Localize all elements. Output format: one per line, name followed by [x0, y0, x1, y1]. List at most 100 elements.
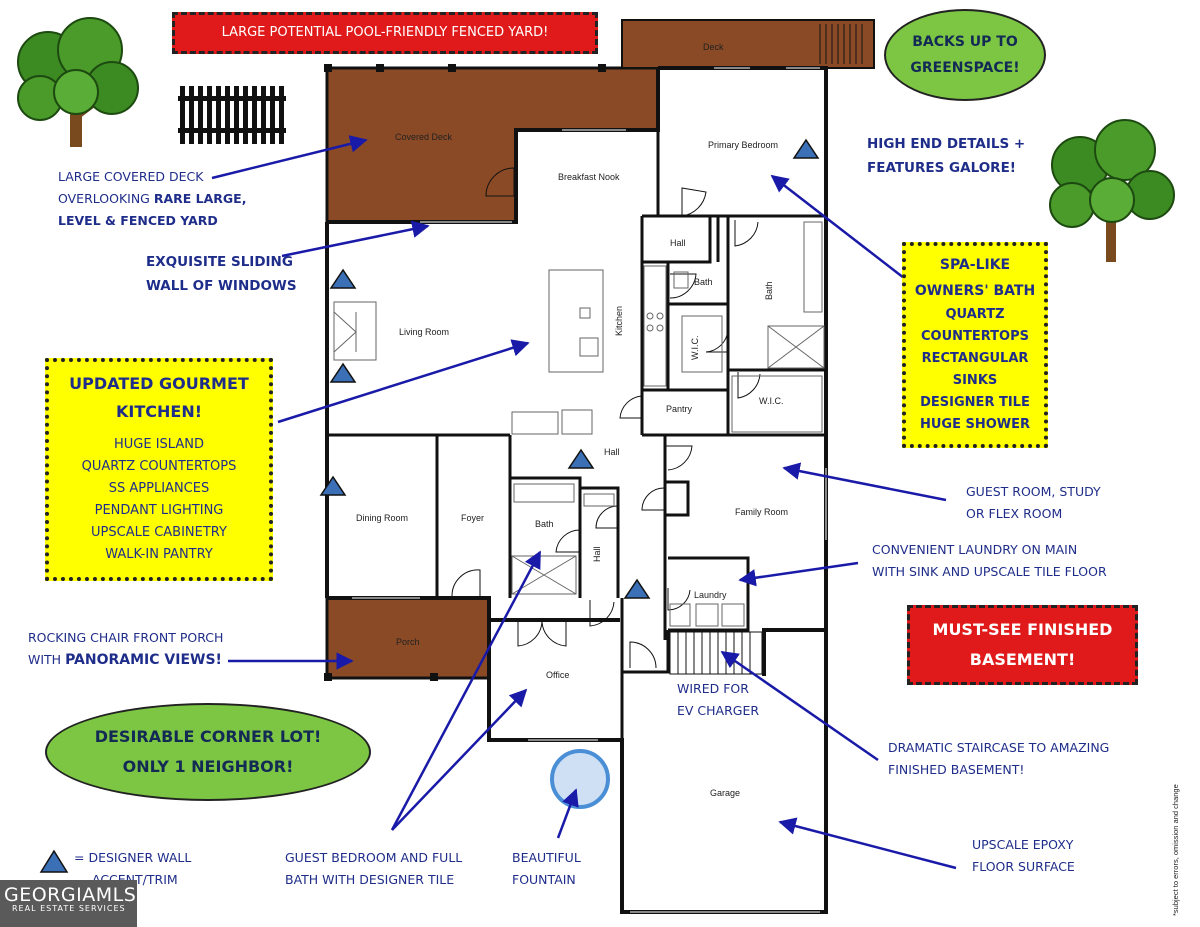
room-kitchen: Kitchen [614, 306, 624, 336]
basement-banner: MUST-SEE FINISHED BASEMENT! [907, 605, 1138, 685]
ev-line2: EV CHARGER [677, 703, 760, 718]
details-line1: HIGH END DETAILS + [867, 136, 1026, 152]
guest-room-line1: GUEST ROOM, STUDY [966, 484, 1101, 499]
guest-room-line2: OR FLEX ROOM [966, 506, 1063, 521]
room-hall-mid: Hall [604, 447, 620, 457]
legend-line1: = DESIGNER WALL [74, 850, 192, 865]
arrow-fountain [556, 788, 579, 839]
kitchen-box: UPDATED GOURMET KITCHEN! HUGE ISLAND QUA… [45, 358, 273, 581]
greenspace-oval: BACKS UP TO GREENSPACE! [884, 9, 1046, 101]
logo-line2: REAL ESTATE SERVICES [12, 904, 126, 913]
fountain-line1: BEAUTIFUL [512, 850, 581, 865]
stair-line2: FINISHED BASEMENT! [888, 762, 1025, 777]
deck-callout: LARGE COVERED DECK OVERLOOKING RARE LARG… [58, 166, 246, 232]
kitchen-title-line1: UPDATED GOURMET [69, 374, 249, 393]
arrow-guest-bed-2 [391, 688, 528, 831]
stair-callout: DRAMATIC STAIRCASE TO AMAZING FINISHED B… [888, 737, 1109, 781]
room-garage: Garage [710, 788, 740, 798]
room-pantry: Pantry [666, 404, 693, 414]
fountain-line2: FOUNTAIN [512, 872, 576, 887]
greenspace-line1: BACKS UP TO [912, 34, 1018, 50]
room-wic-1: W.I.C. [690, 336, 700, 361]
basement-line1: MUST-SEE FINISHED [932, 620, 1113, 639]
kitchen-item: HUGE ISLAND [114, 437, 204, 452]
deck-area [621, 19, 875, 69]
porch-line2b: PANORAMIC VIEWS! [65, 652, 222, 668]
arrow-epoxy [778, 817, 957, 870]
porch-line2a: WITH [28, 652, 66, 667]
porch-callout: ROCKING CHAIR FRONT PORCH WITH PANORAMIC… [28, 627, 223, 671]
room-hall-top: Hall [670, 238, 686, 248]
interior-walls [327, 130, 826, 740]
deck-line3: LEVEL & FENCED YARD [58, 213, 218, 228]
staircase-icon [669, 631, 763, 675]
owners-bath-box: SPA-LIKE OWNERS' BATH QUARTZ COUNTERTOPS… [902, 242, 1048, 448]
arrow-guest-room [782, 462, 947, 502]
covered-deck-area [325, 66, 660, 224]
windows-line1: EXQUISITE SLIDING [146, 254, 293, 270]
accent-triangle-icon [567, 448, 595, 469]
bath-item: DESIGNER TILE [920, 395, 1030, 410]
greenspace-line2: GREENSPACE! [910, 60, 1020, 76]
bath-item: SINKS [952, 373, 998, 388]
guest-bed-line2: BATH WITH DESIGNER TILE [285, 872, 455, 887]
pool-banner: LARGE POTENTIAL POOL-FRIENDLY FENCED YAR… [172, 12, 598, 54]
kitchen-item: WALK-IN PANTRY [105, 547, 213, 562]
room-bath-guest: Bath [535, 519, 554, 529]
tree-left-icon [17, 17, 139, 147]
room-deck: Deck [703, 42, 724, 52]
legend-triangle-icon [39, 849, 69, 873]
stair-line1: DRAMATIC STAIRCASE TO AMAZING [888, 740, 1110, 755]
room-dining-room: Dining Room [356, 513, 408, 523]
bath-item: HUGE SHOWER [919, 417, 1031, 432]
porch-line1: ROCKING CHAIR FRONT PORCH [28, 630, 224, 645]
accent-triangle-icon [319, 475, 347, 496]
disclaimer-text: *subject to errors, omission and change [1171, 784, 1180, 916]
arrow-stair [720, 650, 879, 762]
georgia-mls-logo: GEORGIAMLS REAL ESTATE SERVICES [0, 880, 137, 927]
arrow-laundry [738, 561, 859, 587]
deck-line2a: OVERLOOKING [58, 191, 154, 206]
arrow-kitchen [277, 339, 530, 424]
room-bath-primary: Bath [764, 281, 774, 300]
kitchen-item: UPSCALE CABINETRY [91, 525, 227, 540]
epoxy-line2: FLOOR SURFACE [972, 859, 1075, 874]
guest-bed-callout: GUEST BEDROOM AND FULL BATH WITH DESIGNE… [285, 847, 462, 891]
arrow-bath [770, 174, 905, 279]
bath-title-line1: SPA-LIKE [939, 257, 1011, 273]
ev-callout: WIRED FOR EV CHARGER [677, 678, 759, 722]
room-laundry: Laundry [694, 590, 727, 600]
laundry-line1: CONVENIENT LAUNDRY ON MAIN [872, 542, 1078, 557]
room-living-room: Living Room [399, 327, 449, 337]
room-covered-deck: Covered Deck [395, 132, 453, 142]
room-primary-bedroom: Primary Bedroom [708, 140, 778, 150]
corner-lot-line2: ONLY 1 NEIGHBOR! [122, 757, 294, 776]
fireplace-icon [333, 301, 377, 361]
arrow-guest-bed-1 [390, 550, 542, 831]
deck-stairs-icon [819, 24, 863, 64]
corner-lot-oval: DESIRABLE CORNER LOT! ONLY 1 NEIGHBOR! [45, 703, 371, 801]
bath-item: QUARTZ [945, 307, 1005, 322]
epoxy-line1: UPSCALE EPOXY [972, 837, 1074, 852]
room-breakfast-nook: Breakfast Nook [558, 172, 620, 182]
arrow-windows [281, 220, 430, 258]
fountain-callout: BEAUTIFUL FOUNTAIN [512, 847, 581, 891]
epoxy-callout: UPSCALE EPOXY FLOOR SURFACE [972, 834, 1075, 878]
accent-triangle-icon [329, 362, 357, 383]
bath-item: COUNTERTOPS [920, 329, 1029, 344]
guest-room-callout: GUEST ROOM, STUDY OR FLEX ROOM [966, 481, 1101, 525]
windows-callout: EXQUISITE SLIDING WALL OF WINDOWS [146, 250, 297, 298]
porch-area [325, 596, 491, 680]
accent-triangle-icon [623, 578, 651, 599]
bath-title-line2: OWNERS' BATH [914, 283, 1036, 299]
laundry-line2: WITH SINK AND UPSCALE TILE FLOOR [872, 564, 1107, 579]
disclaimer-note: *subject to errors, omission and change [1171, 784, 1180, 916]
kitchen-item: QUARTZ COUNTERTOPS [81, 459, 237, 474]
details-line2: FEATURES GALORE! [867, 160, 1016, 176]
basement-line2: BASEMENT! [969, 650, 1076, 669]
room-hall-vertical: Hall [592, 546, 602, 562]
deck-line2b: RARE LARGE, [153, 191, 247, 206]
tree-right-icon [1049, 119, 1175, 262]
deck-line1: LARGE COVERED DECK [58, 169, 204, 184]
